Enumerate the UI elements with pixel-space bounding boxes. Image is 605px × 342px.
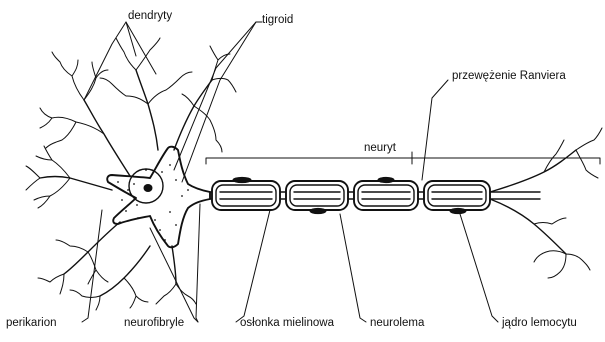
label-neurofibrils: neurofibryle <box>124 317 184 329</box>
label-perikaryon: perikarion <box>6 317 57 329</box>
label-neurite: neuryt <box>364 142 397 154</box>
label-ranvier: przewężenie Ranviera <box>452 70 566 82</box>
myelin-segments <box>212 181 490 210</box>
label-dendrites: dendryty <box>128 10 172 22</box>
label-lemmocyte-nucleus: jądro lemocytu <box>501 317 577 329</box>
neurite-bracket <box>206 152 600 164</box>
label-neurilemma: neurolema <box>370 317 425 329</box>
leader-lines <box>82 22 498 322</box>
dendrites <box>26 38 236 310</box>
neurite <box>210 128 602 278</box>
label-myelin-sheath: osłonka mielinowa <box>240 317 335 329</box>
nucleolus <box>144 184 153 192</box>
label-tigroid: tigroid <box>262 14 293 26</box>
cell-body <box>107 147 210 248</box>
